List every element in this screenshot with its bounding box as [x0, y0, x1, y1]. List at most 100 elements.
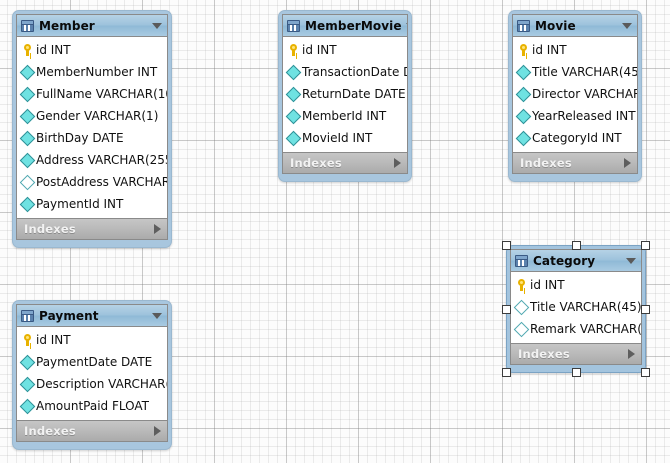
indexes-label: Indexes: [24, 424, 76, 438]
table-entity-category[interactable]: Category id INT Title VARCHAR(45) Remark VA…: [502, 241, 650, 377]
column-icon: [19, 376, 36, 392]
table-entity-member[interactable]: Member id INT MemberNumber INT FullName VAR…: [12, 10, 172, 248]
column-label: Title VARCHAR(45): [532, 65, 638, 79]
column-row[interactable]: MovieId INT: [283, 127, 407, 149]
primary-key-icon: [22, 334, 33, 346]
column-icon: [515, 86, 532, 102]
indexes-label: Indexes: [518, 347, 570, 361]
chevron-right-icon[interactable]: [394, 158, 401, 168]
table-title-bar[interactable]: MemberMovie: [283, 15, 407, 37]
table-icon: [287, 19, 300, 32]
column-row[interactable]: ReturnDate DATE: [283, 83, 407, 105]
table-icon: [21, 309, 34, 322]
column-row[interactable]: PostAddress VARCHAR(255): [17, 171, 167, 193]
table-body: Movie id INT Title VARCHAR(45) Director VAR…: [512, 14, 638, 174]
column-row[interactable]: id INT: [513, 39, 637, 61]
table-entity-membermovie[interactable]: MemberMovie id INT TransactionDate DATERet…: [278, 10, 412, 182]
column-label: id INT: [530, 278, 565, 292]
column-row[interactable]: id INT: [17, 39, 167, 61]
chevron-down-icon[interactable]: [152, 312, 162, 319]
table-title-bar[interactable]: Member: [17, 15, 167, 37]
column-icon: [515, 130, 532, 146]
resize-handle-e[interactable]: [641, 305, 650, 314]
column-row[interactable]: PaymentDate DATE: [17, 351, 167, 373]
resize-handle-se[interactable]: [641, 368, 650, 377]
indexes-section-header[interactable]: Indexes: [511, 343, 641, 364]
column-icon: [515, 108, 532, 124]
table-name-label: Movie: [535, 18, 576, 33]
column-row[interactable]: YearReleased INT: [513, 105, 637, 127]
table-entity-movie[interactable]: Movie id INT Title VARCHAR(45) Director VAR…: [508, 10, 642, 182]
column-row[interactable]: MemberId INT: [283, 105, 407, 127]
primary-key-icon: [288, 44, 299, 56]
column-row[interactable]: Gender VARCHAR(1): [17, 105, 167, 127]
column-icon: [285, 64, 302, 80]
resize-handle-nw[interactable]: [502, 241, 511, 250]
primary-key-icon: [518, 44, 529, 56]
table-body: Category id INT Title VARCHAR(45) Remark VA…: [510, 249, 642, 365]
nullable-column-icon: [513, 321, 530, 337]
column-row[interactable]: id INT: [511, 274, 641, 296]
column-row[interactable]: Title VARCHAR(45): [511, 296, 641, 318]
indexes-section-header[interactable]: Indexes: [283, 152, 407, 173]
column-label: Title VARCHAR(45): [530, 300, 642, 314]
table-icon: [21, 19, 34, 32]
table-title-bar[interactable]: Category: [511, 250, 641, 272]
table-icon: [515, 254, 528, 267]
chevron-down-icon[interactable]: [626, 257, 636, 264]
chevron-right-icon[interactable]: [628, 349, 635, 359]
chevron-right-icon[interactable]: [624, 158, 631, 168]
column-icon: [19, 152, 36, 168]
resize-handle-s[interactable]: [572, 368, 581, 377]
column-row[interactable]: Title VARCHAR(45): [513, 61, 637, 83]
indexes-section-header[interactable]: Indexes: [17, 420, 167, 441]
column-row[interactable]: id INT: [17, 329, 167, 351]
column-label: YearReleased INT: [532, 109, 636, 123]
column-list: id INT MemberNumber INT FullName VARCHAR(1…: [17, 37, 167, 218]
column-row[interactable]: Director VARCHAR(45): [513, 83, 637, 105]
column-row[interactable]: FullName VARCHAR(100): [17, 83, 167, 105]
column-label: id INT: [36, 43, 71, 57]
resize-handle-n[interactable]: [572, 241, 581, 250]
indexes-section-header[interactable]: Indexes: [513, 152, 637, 173]
column-label: Address VARCHAR(255): [36, 153, 168, 167]
column-row[interactable]: BirthDay DATE: [17, 127, 167, 149]
column-row[interactable]: MemberNumber INT: [17, 61, 167, 83]
chevron-right-icon[interactable]: [154, 224, 161, 234]
resize-handle-w[interactable]: [502, 305, 511, 314]
indexes-label: Indexes: [24, 222, 76, 236]
column-row[interactable]: PaymentId INT: [17, 193, 167, 215]
column-row[interactable]: AmountPaid FLOAT: [17, 395, 167, 417]
column-row[interactable]: id INT: [283, 39, 407, 61]
table-name-label: MemberMovie: [305, 18, 402, 33]
column-label: FullName VARCHAR(100): [36, 87, 167, 101]
column-icon: [19, 86, 36, 102]
indexes-section-header[interactable]: Indexes: [17, 218, 167, 239]
chevron-down-icon[interactable]: [152, 22, 162, 29]
chevron-down-icon[interactable]: [405, 22, 407, 29]
resize-handle-sw[interactable]: [502, 368, 511, 377]
column-label: AmountPaid FLOAT: [36, 399, 149, 413]
table-title-bar[interactable]: Movie: [513, 15, 637, 37]
chevron-right-icon[interactable]: [154, 426, 161, 436]
chevron-down-icon[interactable]: [622, 22, 632, 29]
column-icon: [19, 108, 36, 124]
column-icon: [285, 130, 302, 146]
table-title-bar[interactable]: Payment: [17, 305, 167, 327]
column-label: Description VARCHAR(100): [36, 377, 167, 391]
primary-key-icon: [516, 279, 527, 291]
nullable-column-icon: [513, 299, 530, 315]
column-row[interactable]: Address VARCHAR(255): [17, 149, 167, 171]
resize-handle-ne[interactable]: [641, 241, 650, 250]
column-row[interactable]: Description VARCHAR(100): [17, 373, 167, 395]
column-label: id INT: [302, 43, 337, 57]
column-list: id INT TransactionDate DATEReturnDate DAT…: [283, 37, 407, 152]
column-row[interactable]: CategoryId INT: [513, 127, 637, 149]
column-row[interactable]: TransactionDate DATE: [283, 61, 407, 83]
column-row[interactable]: Remark VARCHAR(500): [511, 318, 641, 340]
primary-key-icon: [22, 44, 33, 56]
